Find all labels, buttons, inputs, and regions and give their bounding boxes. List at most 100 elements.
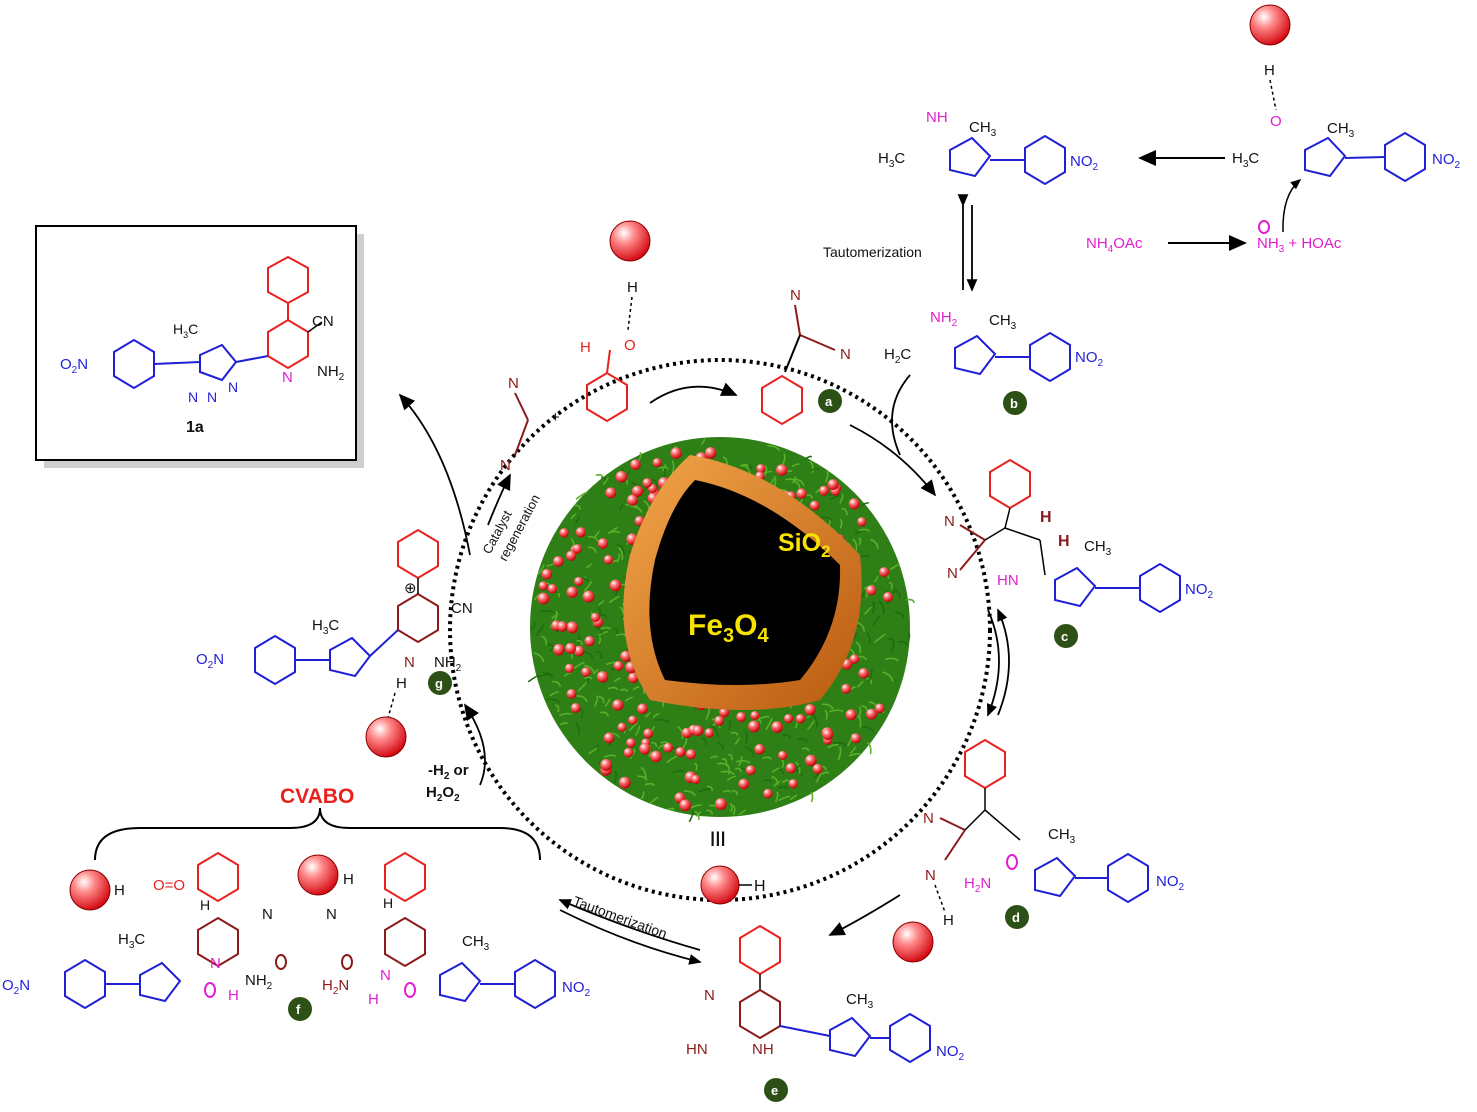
svg-text:N: N xyxy=(404,654,415,671)
svg-text:HN: HN xyxy=(997,572,1019,589)
svg-text:H3C: H3C xyxy=(312,617,339,637)
svg-text:H: H xyxy=(1264,62,1275,79)
svg-text:H3C: H3C xyxy=(878,150,905,170)
svg-text:NH: NH xyxy=(926,109,948,126)
intermediate-g: CN ⊕ N NH2 H H3C O2N g xyxy=(196,528,473,758)
svg-text:H: H xyxy=(200,897,210,913)
equivalence-symbol: ≡ xyxy=(701,830,734,848)
svg-text:H: H xyxy=(383,895,393,911)
svg-text:O=O: O=O xyxy=(153,877,185,894)
svg-text:CH3: CH3 xyxy=(462,933,490,953)
svg-text:N: N xyxy=(282,369,293,386)
dotted-circle xyxy=(448,358,992,902)
imine-intermediate: NH H3C CH3 NO2 xyxy=(878,109,1099,186)
svg-text:CH3: CH3 xyxy=(969,119,997,139)
svg-text:N: N xyxy=(790,287,801,304)
svg-text:O: O xyxy=(1270,113,1282,130)
svg-text:H: H xyxy=(580,339,591,356)
svg-text:CN: CN xyxy=(312,313,334,330)
svg-text:NO2: NO2 xyxy=(1156,873,1185,893)
svg-text:H: H xyxy=(1040,509,1052,526)
svg-text:H2N: H2N xyxy=(322,977,349,997)
svg-text:H: H xyxy=(114,882,125,899)
svg-text:N: N xyxy=(210,955,221,972)
catalyst-ball-center: H xyxy=(700,865,766,905)
svg-text:H2O2: H2O2 xyxy=(426,784,460,804)
svg-text:H: H xyxy=(754,878,766,895)
svg-text:NO2: NO2 xyxy=(1432,151,1461,171)
svg-text:H3C: H3C xyxy=(118,931,145,951)
svg-text:N: N xyxy=(944,513,955,530)
svg-text:H: H xyxy=(343,871,354,888)
elimination-label: -H2 or xyxy=(428,762,469,782)
svg-text:N: N xyxy=(508,375,519,392)
svg-text:f: f xyxy=(296,1002,301,1017)
svg-text:H: H xyxy=(1058,533,1070,550)
svg-text:b: b xyxy=(1010,396,1018,411)
svg-text:NH3 + HOAc: NH3 + HOAc xyxy=(1257,235,1342,255)
svg-text:NH2: NH2 xyxy=(245,972,273,992)
svg-text:e: e xyxy=(771,1083,778,1098)
sio2-label: SiO2 xyxy=(778,529,831,561)
svg-text:O2N: O2N xyxy=(60,356,88,376)
intermediate-d: N N H2N CH3 NO2 d H xyxy=(828,738,1185,963)
svg-text:⊕: ⊕ xyxy=(404,580,417,597)
svg-text:+: + xyxy=(551,409,560,426)
svg-text:g: g xyxy=(435,676,443,691)
svg-text:a: a xyxy=(825,394,833,409)
svg-text:H: H xyxy=(396,675,407,692)
product-box: CN NH2 N H3C N N N O2N 1a xyxy=(35,225,364,468)
intermediate-c: N N H H HN CH3 NO2 c xyxy=(944,458,1214,648)
svg-text:H2N: H2N xyxy=(964,875,991,895)
svg-text:H: H xyxy=(228,987,239,1004)
top-right-scheme: H O H3C CH3 NO2 NH4OAc NH3 + HOAc xyxy=(1086,4,1461,255)
product-label: 1a xyxy=(186,419,204,436)
reactants: H H O + N N xyxy=(500,220,738,474)
enamine-b: NH2 H2C CH3 NO2 b xyxy=(884,309,1104,415)
svg-text:N: N xyxy=(704,987,715,1004)
svg-text:NO2: NO2 xyxy=(1185,581,1214,601)
svg-text:HN: HN xyxy=(686,1041,708,1058)
svg-text:NH2: NH2 xyxy=(317,363,345,383)
svg-text:CH3: CH3 xyxy=(1327,120,1355,140)
svg-text:N: N xyxy=(925,867,936,884)
svg-text:NH2: NH2 xyxy=(434,654,462,674)
svg-text:NH4OAc: NH4OAc xyxy=(1086,235,1143,255)
intermediate-f: H O=O H N N H NH2 H3C O2N f H H N H2N N … xyxy=(2,851,591,1021)
svg-text:H: H xyxy=(368,991,379,1008)
svg-text:NO2: NO2 xyxy=(562,979,591,999)
svg-text:N: N xyxy=(262,906,273,923)
svg-text:N: N xyxy=(228,379,238,395)
svg-text:CH3: CH3 xyxy=(989,312,1017,332)
svg-text:NO2: NO2 xyxy=(936,1043,965,1063)
svg-text:H: H xyxy=(627,279,638,296)
svg-text:H: H xyxy=(943,912,954,929)
svg-text:N: N xyxy=(207,389,217,405)
svg-text:O2N: O2N xyxy=(196,651,224,671)
svg-text:N: N xyxy=(840,346,851,363)
svg-text:NH: NH xyxy=(752,1041,774,1058)
svg-text:N: N xyxy=(947,565,958,582)
intermediate-e: N HN NH CH3 NO2 e xyxy=(686,924,965,1102)
svg-text:O: O xyxy=(624,337,636,354)
intermediate-a: N N a xyxy=(761,287,937,497)
svg-text:N: N xyxy=(380,967,391,984)
svg-text:NO2: NO2 xyxy=(1075,349,1104,369)
svg-text:CH3: CH3 xyxy=(1084,538,1112,558)
nanoparticle: SiO2 Fe3O4 xyxy=(448,358,992,902)
svg-text:H3C: H3C xyxy=(1232,150,1259,170)
svg-text:N: N xyxy=(500,457,511,474)
cvabo-label: CVABO xyxy=(280,785,354,808)
svg-text:H3C: H3C xyxy=(173,321,198,340)
svg-text:CH3: CH3 xyxy=(846,991,874,1011)
svg-text:O2N: O2N xyxy=(2,977,30,997)
svg-text:CH3: CH3 xyxy=(1048,826,1076,846)
svg-text:CN: CN xyxy=(451,600,473,617)
fe3o4-core xyxy=(649,480,841,685)
svg-text:N: N xyxy=(923,810,934,827)
svg-text:NO2: NO2 xyxy=(1070,153,1099,173)
svg-text:N: N xyxy=(326,906,337,923)
fe3o4-label: Fe3O4 xyxy=(688,609,769,647)
svg-text:H2C: H2C xyxy=(884,346,911,366)
